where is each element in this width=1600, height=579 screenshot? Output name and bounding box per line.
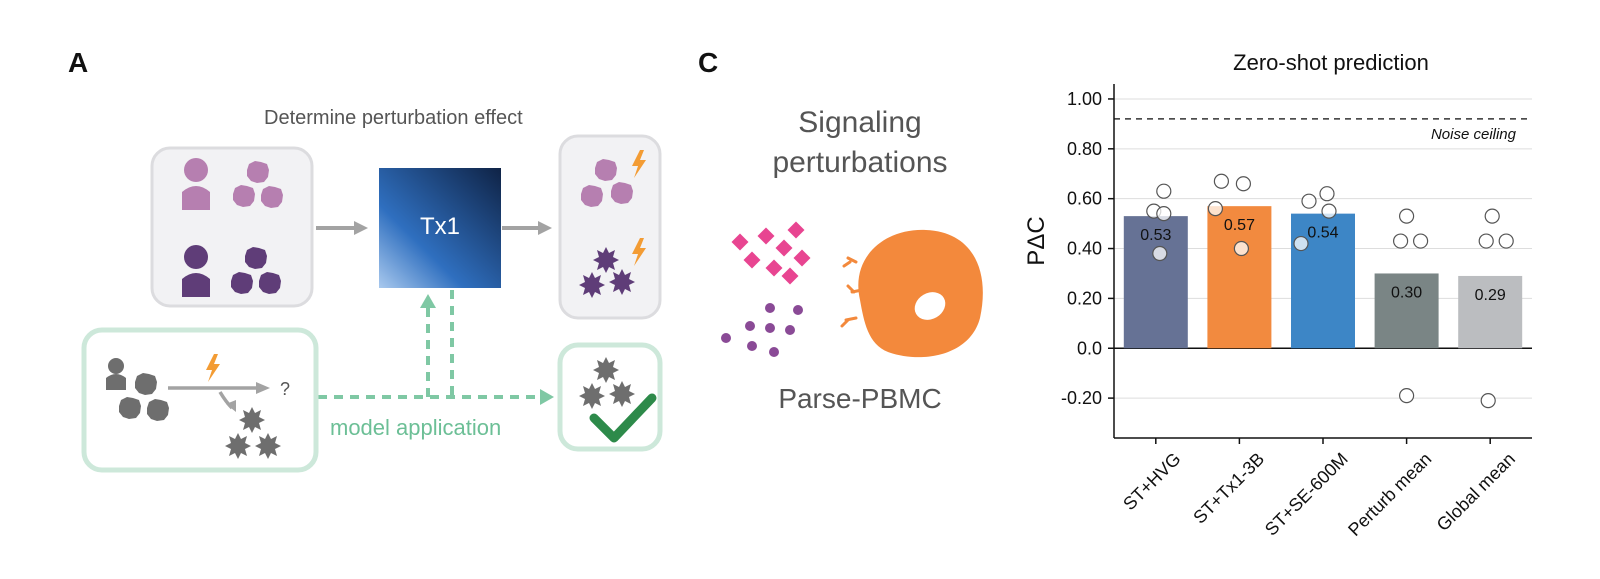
data-point [1156,206,1172,222]
bar-5 [1458,275,1523,349]
dataset-label: Parse-PBMC [778,383,941,414]
panel-a-subtitle: Determine perturbation effect [264,107,523,129]
panel-a: A Determine perturbation effect Tx1 [68,47,663,473]
arrow-head-up [420,294,436,308]
noise-ceiling-label: Noise ceiling [1431,126,1517,143]
x-tick-label: Perturb mean [1344,449,1435,540]
signaling-molecules-purple [721,303,803,357]
bar-value-label: 0.57 [1224,217,1255,234]
y-tick-label: 0.40 [1067,239,1102,259]
tx1-model-box [379,168,501,288]
checkmark-icon [589,393,657,443]
zero-shot-chart: Zero-shot prediction 1.00 0.80 0.60 0.40 0.20… [1023,50,1532,540]
target-cell [840,229,983,358]
bar-value-label: 0.30 [1391,284,1422,301]
y-tick-label: 0.20 [1067,288,1102,308]
data-point [1321,203,1337,219]
bar-2 [1207,206,1272,349]
data-point [1393,233,1409,249]
signaling-title-line1: Signaling [798,106,921,139]
data-point [1301,193,1317,209]
data-point [1235,176,1251,192]
bar-1 [1123,216,1188,349]
arrow-head-right [540,389,554,405]
bar-4 [1374,273,1439,349]
model-application-connectors [318,290,540,399]
data-point [1152,245,1168,262]
validated-box [557,342,663,452]
data-point [1213,173,1229,189]
data-point [1480,393,1496,409]
tx1-label: Tx1 [420,213,460,240]
bar-value-label: 0.53 [1140,227,1171,244]
x-tick-label: ST+Tx1-3B [1189,449,1268,528]
lightning-icon [632,150,646,178]
lightning-icon [632,238,646,266]
data-point [1478,233,1494,249]
data-point [1413,233,1429,249]
panel-a-letter: A [68,47,88,78]
data-point [1399,208,1415,224]
person-icon-gray [106,358,126,390]
data-point [1207,201,1223,217]
data-point [1484,208,1500,224]
bar-value-label: 0.29 [1475,287,1506,304]
y-tick-label: -0.20 [1061,388,1102,408]
chart-title: Zero-shot prediction [1233,50,1429,75]
arrow-perturbation [168,382,270,412]
y-tick-label: 1.00 [1067,89,1102,109]
arrow-to-model [316,221,368,235]
arrow-from-model [502,221,552,235]
model-application-label: model application [330,415,501,440]
lightning-icon [206,354,220,382]
y-tick-label: 0.0 [1077,338,1102,358]
unknown-question-mark: ? [280,379,290,399]
panel-c-illustration: C Signaling perturbations Parse-PBMC [698,47,983,414]
output-cells-box [558,134,662,320]
signaling-title-line2: perturbations [772,146,947,179]
y-axis-label: PΔC [1023,216,1050,265]
signaling-molecules-pink [731,221,811,285]
x-tick-label: Global mean [1433,449,1519,535]
data-point [1293,235,1309,252]
person-icon-purple [182,245,210,297]
x-tick-label: ST+SE-600M [1261,449,1352,540]
panel-c-letter: C [698,47,718,78]
data-point [1233,240,1249,257]
training-example-box [81,327,319,473]
y-tick-label: 0.80 [1067,139,1102,159]
person-icon-pink [182,158,210,210]
x-tick-label: ST+HVG [1119,449,1184,514]
data-point [1498,233,1514,249]
y-tick-label: 0.60 [1067,189,1102,209]
data-point [1399,388,1415,404]
data-point [1156,183,1172,199]
bar-value-label: 0.54 [1307,225,1338,242]
data-point [1319,186,1335,202]
